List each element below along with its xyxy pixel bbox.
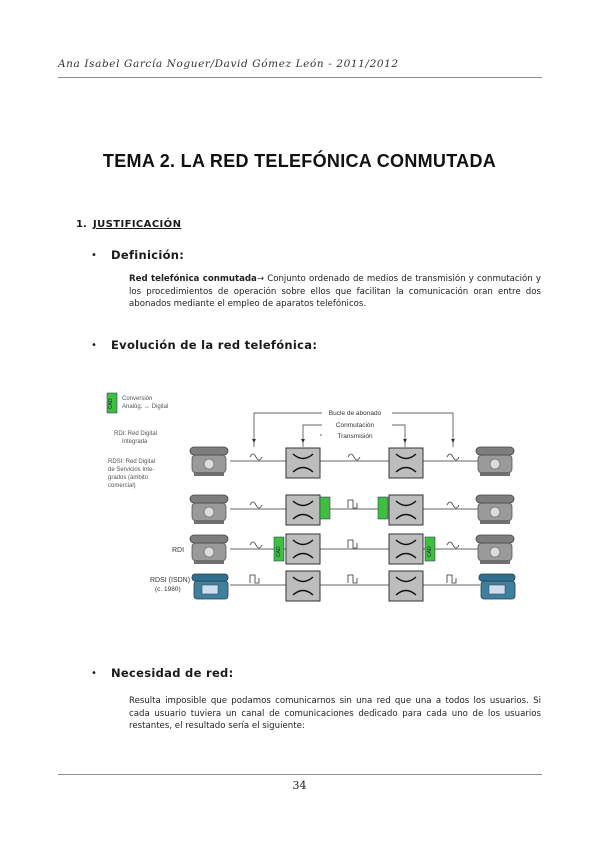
row-label-rdsi-2: (c. 1980) [155, 586, 181, 593]
section-title: JUSTIFICACIÓN [93, 219, 182, 230]
row2-cad-2 [377, 496, 389, 520]
legend-rdsi-1: RDSI: Red Digital [108, 459, 155, 465]
row2-switch-1 [285, 494, 321, 526]
legend-rdi-1: RDI: Red Digital [114, 431, 157, 437]
legend-rdsi-3: grados (ámbito [108, 475, 149, 481]
row1-phone-right [475, 446, 515, 477]
row1-switch-1 [285, 447, 321, 479]
row3-phone-right [475, 534, 515, 565]
row1-switch-2 [388, 447, 424, 479]
legend-cad-label-1: Conversión [122, 396, 152, 402]
definicion-term: Red telefónica conmutada [129, 274, 257, 284]
legend-rdsi-2: de Servicios Inte- [108, 467, 154, 473]
bullet-necesidad: • [91, 668, 97, 679]
row-label-rdsi-1: RDSI (ISDN) [150, 577, 190, 584]
row3-cad-1-label: CAD [276, 546, 282, 557]
row4-switch-2 [388, 570, 424, 602]
row4-switch-1 [285, 570, 321, 602]
row3-cad-2-label: CAD [427, 546, 433, 557]
row-label-rdi: RDI [172, 547, 184, 554]
definicion-paragraph: Red telefónica conmutada→ Conjunto orden… [129, 273, 541, 311]
necesidad-paragraph: Resulta imposible que podamos comunicarn… [129, 696, 541, 731]
legend-rdsi-4: comercial) [108, 483, 136, 489]
page-title: TEMA 2. LA RED TELEFÓNICA CONMUTADA [102, 151, 497, 171]
legend-cad-box-label: CAD [108, 398, 114, 409]
section-number: 1. [76, 219, 87, 230]
row3-switch-1 [285, 533, 321, 565]
label-conmutacion: Conmutación [336, 422, 375, 429]
definicion-arrow: → [256, 274, 265, 284]
legend-rdi-2: Integrada [122, 439, 148, 445]
row2-switch-2 [388, 494, 424, 526]
legend-cad-label-2: Analóg. ↔ Digital [122, 404, 168, 410]
row3-phone-left [189, 534, 229, 565]
label-bucle: Bucle de abonado [329, 410, 382, 417]
evolution-figure: CAD Conversión Analóg. ↔ Digital RDI: Re… [106, 392, 516, 602]
definicion-text: Conjunto ordenado de medios de transmisi… [129, 274, 541, 309]
row4-phone-left [191, 573, 229, 600]
row2-cad-1 [319, 496, 331, 520]
row3-switch-2 [388, 533, 424, 565]
label-transmision: Transmisión [337, 433, 373, 440]
row2-phone-right [475, 494, 515, 525]
heading-necesidad: Necesidad de red: [111, 666, 234, 680]
row3-cad-2 [424, 536, 436, 562]
heading-evolucion: Evolución de la red telefónica: [111, 338, 318, 352]
page-number: 34 [292, 779, 307, 792]
bullet-definicion: • [91, 250, 97, 261]
row4-phone-right [478, 573, 516, 600]
bullet-evolucion: • [91, 340, 97, 351]
header-rule [58, 77, 542, 78]
row1-phone-left [189, 446, 229, 477]
heading-definicion: Definición: [111, 248, 185, 262]
header-author-line: Ana Isabel García Noguer/David Gómez Leó… [58, 58, 399, 70]
row3-cad-1 [273, 536, 285, 562]
legend-cad-box [106, 392, 118, 414]
row2-phone-left [189, 494, 229, 525]
footer-rule [58, 774, 542, 775]
